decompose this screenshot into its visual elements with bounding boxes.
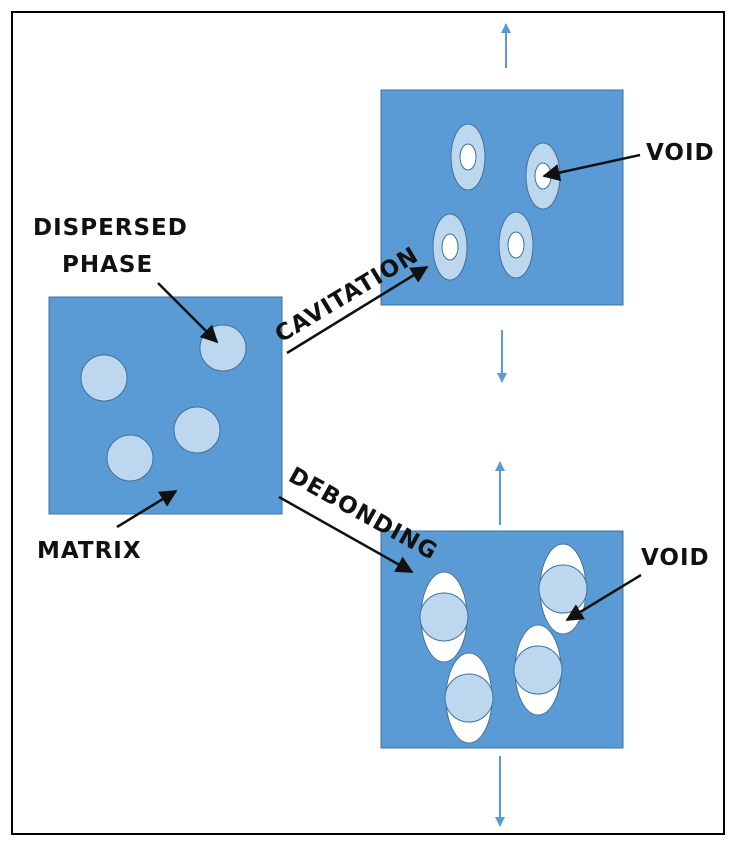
matrix-block-debonding (380, 530, 624, 749)
debonding-arrow (278, 495, 414, 574)
void-pointer-top (542, 153, 641, 182)
void-label-bottom: VOID (641, 545, 710, 571)
debonded-particle (513, 624, 563, 716)
void-label-top: VOID (646, 140, 715, 166)
cavitation-arrow (286, 265, 429, 355)
dispersed-particle (173, 406, 221, 454)
tension-arrows (495, 23, 511, 827)
matrix-label: MATRIX (37, 538, 142, 564)
matrix-block (48, 296, 283, 515)
dispersed-phase-pointer (157, 282, 219, 344)
cavitated-particle (450, 123, 486, 191)
dispersed-label-line2: PHASE (62, 252, 153, 278)
debonded-particle (444, 652, 494, 744)
void-pointer-bottom (565, 573, 642, 622)
matrix-pointer (116, 489, 178, 529)
debonded-particle (538, 543, 588, 635)
debonded-particle (419, 571, 469, 663)
debonding-composite (380, 530, 624, 749)
cavitated-particle (432, 213, 468, 281)
cavitated-particle (525, 142, 561, 210)
dispersed-particle (106, 434, 154, 482)
dispersed-label-line1: DISPERSED (33, 215, 188, 241)
pointer-arrows (116, 153, 642, 622)
original-composite (48, 296, 283, 515)
dispersed-particle (80, 354, 128, 402)
figure-frame (11, 11, 725, 835)
cavitated-particle (498, 211, 534, 279)
